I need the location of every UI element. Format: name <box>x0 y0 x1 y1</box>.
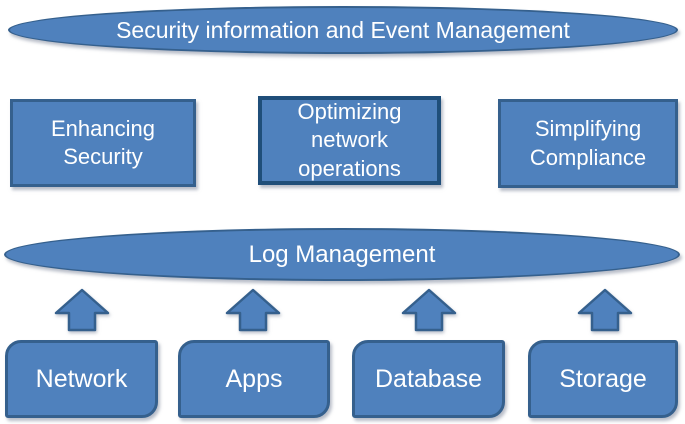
up-arrow-icon <box>225 288 281 332</box>
source-box-apps: Apps <box>178 340 330 418</box>
source-box-storage: Storage <box>528 340 678 418</box>
benefit-box-optimizing-network-operations: Optimizing network operations <box>258 96 441 185</box>
source-label: Network <box>35 364 128 393</box>
up-arrow-icon <box>577 288 633 332</box>
benefit-box-simplifying-compliance: Simplifying Compliance <box>498 99 678 188</box>
siem-title-ellipse: Security information and Event Managemen… <box>8 6 678 54</box>
benefit-label: Enhancing Security <box>51 115 155 169</box>
up-arrow-icon <box>401 288 457 332</box>
log-management-label: Log Management <box>248 240 436 268</box>
source-label: Storage <box>559 364 647 393</box>
source-box-network: Network <box>5 340 158 418</box>
source-label: Apps <box>225 364 283 393</box>
up-arrow-icon <box>54 288 110 332</box>
log-management-ellipse: Log Management <box>4 228 680 281</box>
benefit-box-enhancing-security: Enhancing Security <box>10 99 196 187</box>
benefit-label: Optimizing network operations <box>297 99 402 181</box>
source-box-database: Database <box>352 340 505 418</box>
benefit-label: Simplifying Compliance <box>529 116 647 170</box>
source-label: Database <box>374 364 483 393</box>
siem-title-label: Security information and Event Managemen… <box>116 16 570 43</box>
